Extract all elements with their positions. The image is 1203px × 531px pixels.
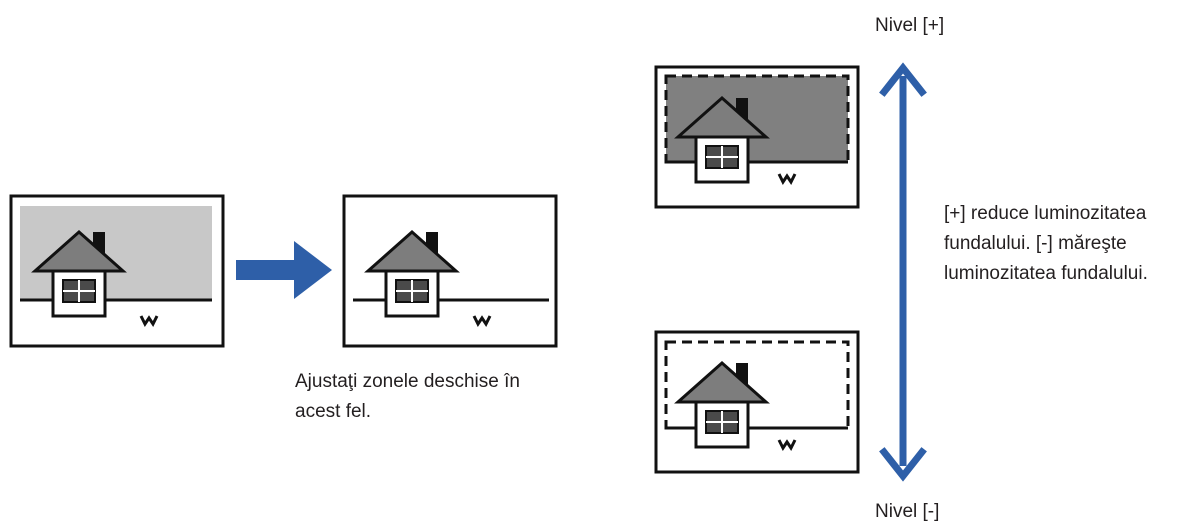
adjusted-image-frame [344, 196, 556, 346]
double-arrow-vertical-icon [884, 68, 922, 476]
caption-line-1: Ajustaţi zonele deschise în [295, 368, 520, 396]
level-minus-label: Nivel [-] [875, 498, 939, 526]
description-line-2: fundalului. [-] măreşte [944, 230, 1127, 258]
level-plus-label: Nivel [+] [875, 12, 944, 40]
caption-line-2: acest fel. [295, 398, 371, 426]
description-line-1: [+] reduce luminozitatea [944, 200, 1146, 228]
description-line-3: luminozitatea fundalului. [944, 260, 1148, 288]
dark-background-area [666, 76, 848, 162]
arrow-right-icon [236, 241, 332, 299]
level-minus-image-frame [656, 332, 858, 472]
original-image-frame [11, 196, 223, 346]
light-background-area [20, 206, 212, 300]
white-background-area [666, 342, 848, 428]
level-plus-image-frame [656, 67, 858, 207]
